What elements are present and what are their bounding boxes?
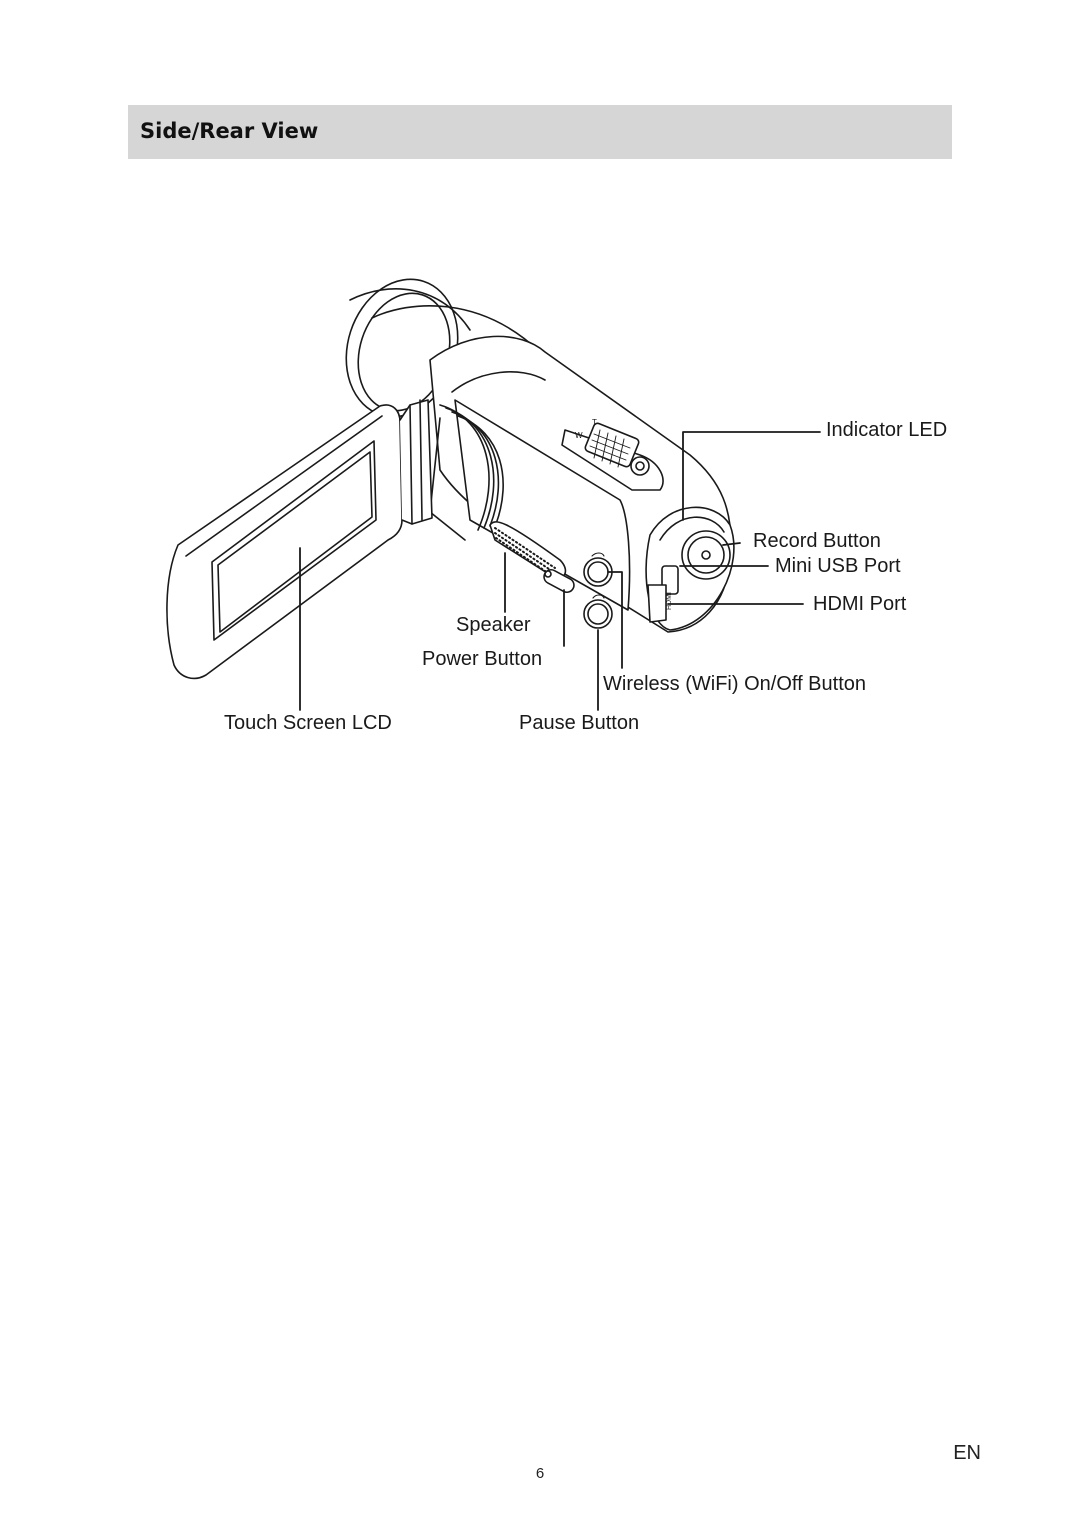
side-buttons <box>583 552 613 629</box>
label-indicator-led: Indicator LED <box>826 419 948 441</box>
label-hdmi-port: HDMI Port <box>813 593 907 615</box>
power-switch <box>543 568 575 594</box>
label-power-button: Power Button <box>422 648 543 670</box>
lcd-panel <box>166 399 433 680</box>
zoom-wide-marking: W <box>575 431 583 440</box>
label-mini-usb-port: Mini USB Port <box>775 555 901 577</box>
label-wifi-button: Wireless (WiFi) On/Off Button <box>603 673 867 695</box>
leader-indicator-led <box>682 431 821 521</box>
section-header: Side/Rear View <box>128 105 952 159</box>
hdmi-marking: HDMI <box>666 592 673 610</box>
label-pause-button: Pause Button <box>519 712 640 734</box>
zoom-tele-marking: T <box>592 418 597 427</box>
rear-panel <box>645 506 735 631</box>
section-title: Side/Rear View <box>140 119 319 143</box>
zoom-lever <box>561 422 664 491</box>
label-speaker: Speaker <box>456 614 531 636</box>
label-touch-screen-lcd: Touch Screen LCD <box>224 712 392 734</box>
leader-record-button <box>722 542 741 546</box>
page-number: 6 <box>535 1465 545 1482</box>
label-record-button: Record Button <box>753 530 881 552</box>
camcorder-diagram: W T <box>166 278 821 711</box>
leader-lines <box>299 431 821 711</box>
language-marker: EN <box>953 1442 981 1464</box>
speaker-grille <box>489 521 567 580</box>
leader-wifi-button <box>607 571 623 669</box>
